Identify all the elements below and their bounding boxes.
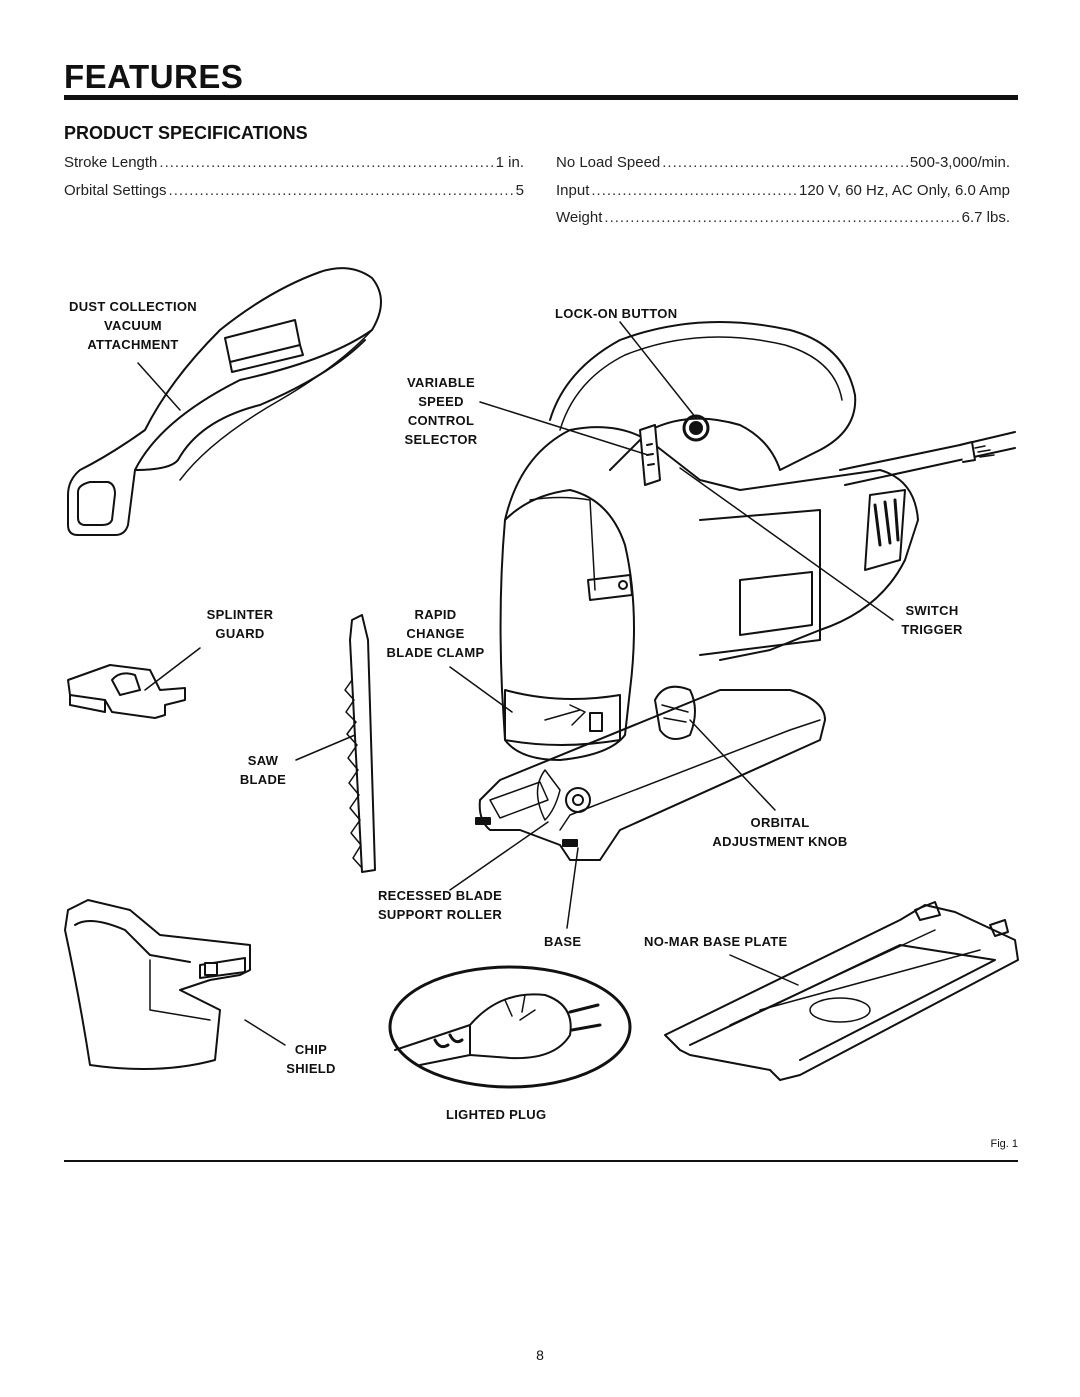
label-line: CONTROL	[407, 413, 475, 428]
label-line: BLADE	[239, 772, 287, 787]
label-line: ORBITAL	[750, 815, 810, 830]
label-line: TRIGGER	[901, 622, 963, 637]
splinter-guard-drawing	[67, 664, 186, 719]
label-line: SPLINTER	[206, 607, 274, 622]
label-line: SWITCH	[905, 603, 959, 618]
label-line: ATTACHMENT	[87, 337, 179, 352]
lighted-plug-drawing	[388, 965, 632, 1089]
spec-no-load-speed: No Load Speed 500-3,000/min.	[556, 154, 1010, 171]
label-rapid-change: RAPID CHANGE BLADE CLAMP	[378, 605, 493, 662]
spec-value: 500-3,000/min.	[909, 154, 1010, 171]
label-line: RECESSED BLADE	[377, 888, 503, 903]
spec-input: Input 120 V, 60 Hz, AC Only, 6.0 Amp	[556, 182, 1010, 199]
label-variable-speed: VARIABLE SPEED CONTROL SELECTOR	[396, 373, 486, 449]
label-lighted-plug: LIGHTED PLUG	[446, 1105, 546, 1124]
label-recessed-roller: RECESSED BLADE SUPPORT ROLLER	[370, 886, 510, 924]
spec-value: 1 in.	[495, 154, 524, 171]
label-saw-blade: SAW BLADE	[228, 751, 298, 789]
leader-lines	[137, 321, 894, 1046]
spec-weight: Weight 6.7 lbs.	[556, 209, 1010, 226]
spec-value: 5	[515, 182, 524, 199]
label-line: VACUUM	[104, 318, 162, 333]
page-title: FEATURES	[64, 58, 244, 95]
label-line: ADJUSTMENT KNOB	[712, 834, 848, 849]
label-dust-collection: DUST COLLECTION VACUUM ATTACHMENT	[58, 297, 208, 354]
label-no-mar-base-plate: NO-MAR BASE PLATE	[644, 932, 788, 951]
spec-stroke-length: Stroke Length 1 in.	[64, 154, 524, 171]
spec-name: No Load Speed	[556, 154, 661, 171]
label-lock-on-button: LOCK-ON BUTTON	[555, 304, 677, 323]
spec-value: 6.7 lbs.	[961, 209, 1010, 226]
label-chip-shield: CHIP SHIELD	[276, 1040, 346, 1078]
label-line: RAPID	[414, 607, 457, 622]
label-line: NO-MAR BASE PLATE	[644, 934, 788, 949]
label-splinter-guard: SPLINTER GUARD	[200, 605, 280, 643]
label-line: GUARD	[215, 626, 265, 641]
saw-blade-drawing	[344, 614, 376, 873]
spec-orbital-settings: Orbital Settings 5	[64, 182, 524, 199]
figure-rule	[64, 1160, 1018, 1162]
label-line: DUST COLLECTION	[69, 299, 197, 314]
label-line: SPEED	[418, 394, 464, 409]
spec-name: Input	[556, 182, 590, 199]
chip-shield-drawing	[64, 899, 251, 1070]
title-rule	[64, 95, 1018, 100]
spec-name: Orbital Settings	[64, 182, 167, 199]
figure-label: Fig. 1	[990, 1138, 1018, 1150]
vacuum-attachment-drawing	[67, 267, 382, 536]
label-line: CHIP	[294, 1042, 328, 1057]
label-line: SHIELD	[286, 1061, 336, 1076]
label-base: BASE	[544, 932, 581, 951]
label-line: CHANGE	[406, 626, 465, 641]
label-orbital-knob: ORBITAL ADJUSTMENT KNOB	[700, 813, 860, 851]
label-switch-trigger: SWITCH TRIGGER	[888, 601, 976, 639]
jigsaw-drawing	[475, 321, 1016, 861]
page-number: 8	[536, 1347, 544, 1363]
spec-name: Stroke Length	[64, 154, 158, 171]
label-line: VARIABLE	[407, 375, 475, 390]
label-line: LIGHTED PLUG	[446, 1107, 547, 1122]
label-line: SAW	[247, 753, 279, 768]
label-line: LOCK-ON BUTTON	[555, 306, 678, 321]
section-title: PRODUCT SPECIFICATIONS	[64, 123, 308, 143]
label-line: SUPPORT ROLLER	[377, 907, 503, 922]
label-line: SELECTOR	[404, 432, 478, 447]
label-line: BASE	[544, 934, 582, 949]
label-line: BLADE CLAMP	[386, 645, 485, 660]
spec-value: 120 V, 60 Hz, AC Only, 6.0 Amp	[799, 182, 1010, 199]
no-mar-base-plate-drawing	[664, 901, 1019, 1081]
spec-name: Weight	[556, 209, 603, 226]
